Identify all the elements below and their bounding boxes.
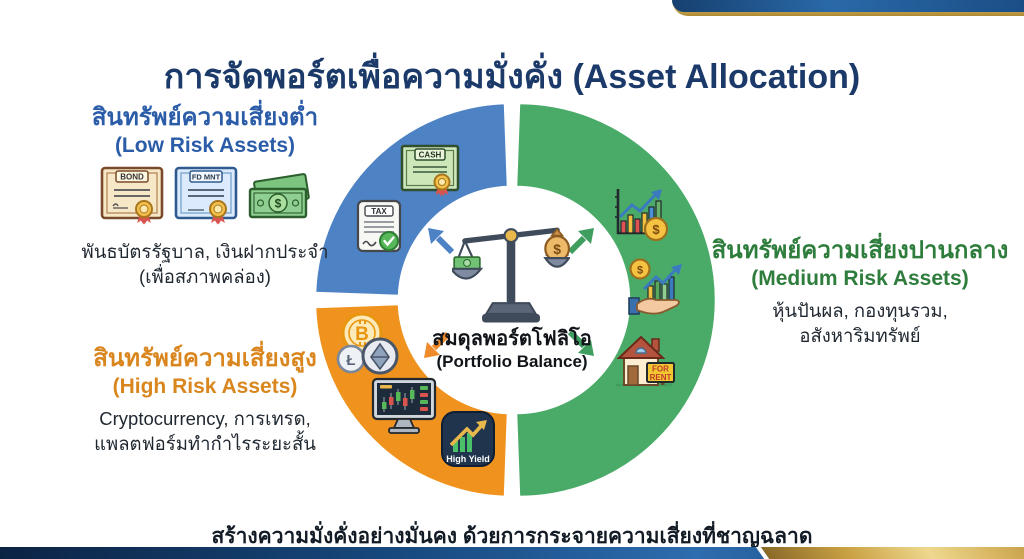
section-high-risk: สินทรัพย์ความเสี่ยงสูง (High Risk Assets… bbox=[45, 344, 365, 456]
low-risk-icons-row: BOND FD MNT bbox=[40, 166, 370, 235]
high-risk-desc-1: Cryptocurrency, การเทรด, bbox=[99, 408, 311, 429]
center-label-en: (Portfolio Balance) bbox=[436, 352, 588, 371]
bottom-accent-bar-gold bbox=[755, 547, 1024, 559]
arrow-top-left-icon bbox=[428, 228, 455, 255]
bond-certificate-icon: BOND bbox=[100, 166, 164, 235]
high-risk-title-th: สินทรัพย์ความเสี่ยงสูง bbox=[93, 345, 317, 372]
arrow-top-right-icon bbox=[567, 228, 594, 255]
cash-certificate-icon: CASH bbox=[400, 144, 460, 198]
dollar-sign: $ bbox=[637, 265, 643, 277]
section-low-risk: สินทรัพย์ความเสี่ยงต่ำ (Low Risk Assets)… bbox=[40, 103, 370, 289]
low-risk-desc-2: (เพื่อสภาพคล่อง) bbox=[139, 266, 271, 287]
dollar-sign: $ bbox=[652, 222, 660, 237]
cash-banknotes-icon: $ bbox=[248, 172, 310, 229]
center-arrows bbox=[424, 228, 594, 358]
tax-label: TAX bbox=[371, 207, 387, 216]
high-risk-title-en: (High Risk Assets) bbox=[112, 375, 298, 398]
bitcoin-symbol: B bbox=[355, 324, 369, 345]
for-rent-line1: FOR bbox=[652, 365, 669, 374]
center-label-th: สมดุลพอร์ตโฟลิโอ bbox=[432, 328, 592, 350]
litecoin-symbol: Ł bbox=[346, 352, 355, 369]
center-label: สมดุลพอร์ตโฟลิโอ (Portfolio Balance) bbox=[402, 327, 622, 372]
medium-risk-desc-2: อสังหาริมทรัพย์ bbox=[799, 325, 921, 346]
fund-in-hand-icon: $ bbox=[628, 256, 688, 318]
low-risk-title-th: สินทรัพย์ความเสี่ยงต่ำ bbox=[91, 104, 319, 131]
tax-document-icon: TAX bbox=[351, 198, 407, 256]
crypto-coins-icon: B Ł bbox=[336, 312, 400, 376]
medium-risk-title-en: (Medium Risk Assets) bbox=[751, 267, 969, 290]
for-rent-line2: RENT bbox=[650, 373, 672, 382]
segment-medium-risk bbox=[514, 101, 718, 499]
arrow-bottom-left-icon bbox=[424, 331, 451, 358]
arrow-bottom-right-icon bbox=[567, 329, 594, 356]
top-accent-bar bbox=[672, 0, 1024, 16]
fixed-deposit-label: FD MNT bbox=[192, 172, 221, 181]
fixed-deposit-certificate-icon: FD MNT bbox=[174, 166, 238, 235]
top-accent-bar-blue bbox=[672, 0, 1024, 12]
dollar-sign: $ bbox=[553, 241, 561, 257]
high-risk-desc-2: แพลตฟอร์มทำกำไรระยะสั้น bbox=[94, 433, 316, 454]
balance-scale-icon: $ bbox=[448, 212, 571, 330]
stock-growth-chart-icon: $ bbox=[610, 183, 672, 243]
low-risk-title-en: (Low Risk Assets) bbox=[114, 134, 296, 157]
bond-label: BOND bbox=[120, 172, 144, 181]
medium-risk-desc-1: หุ้นปันผล, กองทุนรวม, bbox=[772, 300, 948, 321]
page-title: การจัดพอร์ตเพื่อความมั่งคั่ง (Asset Allo… bbox=[163, 57, 861, 96]
medium-risk-title-th: สินทรัพย์ความเสี่ยงปานกลาง bbox=[711, 237, 1009, 264]
house-for-rent-icon: FOR RENT bbox=[612, 328, 676, 390]
high-yield-badge-icon: High Yield bbox=[440, 410, 496, 468]
trading-monitor-icon bbox=[371, 377, 437, 435]
high-yield-label: High Yield bbox=[446, 454, 490, 464]
low-risk-desc-1: พันธบัตรรัฐบาล, เงินฝากประจำ bbox=[81, 241, 329, 262]
bottom-accent-bar bbox=[0, 547, 1024, 559]
cash-label: CASH bbox=[419, 151, 442, 160]
section-medium-risk: สินทรัพย์ความเสี่ยงปานกลาง (Medium Risk … bbox=[700, 236, 1020, 348]
dollar-sign: $ bbox=[275, 196, 282, 210]
footer-tagline: สร้างความมั่งคั่งอย่างมั่นคง ด้วยการกระจ… bbox=[211, 525, 813, 548]
